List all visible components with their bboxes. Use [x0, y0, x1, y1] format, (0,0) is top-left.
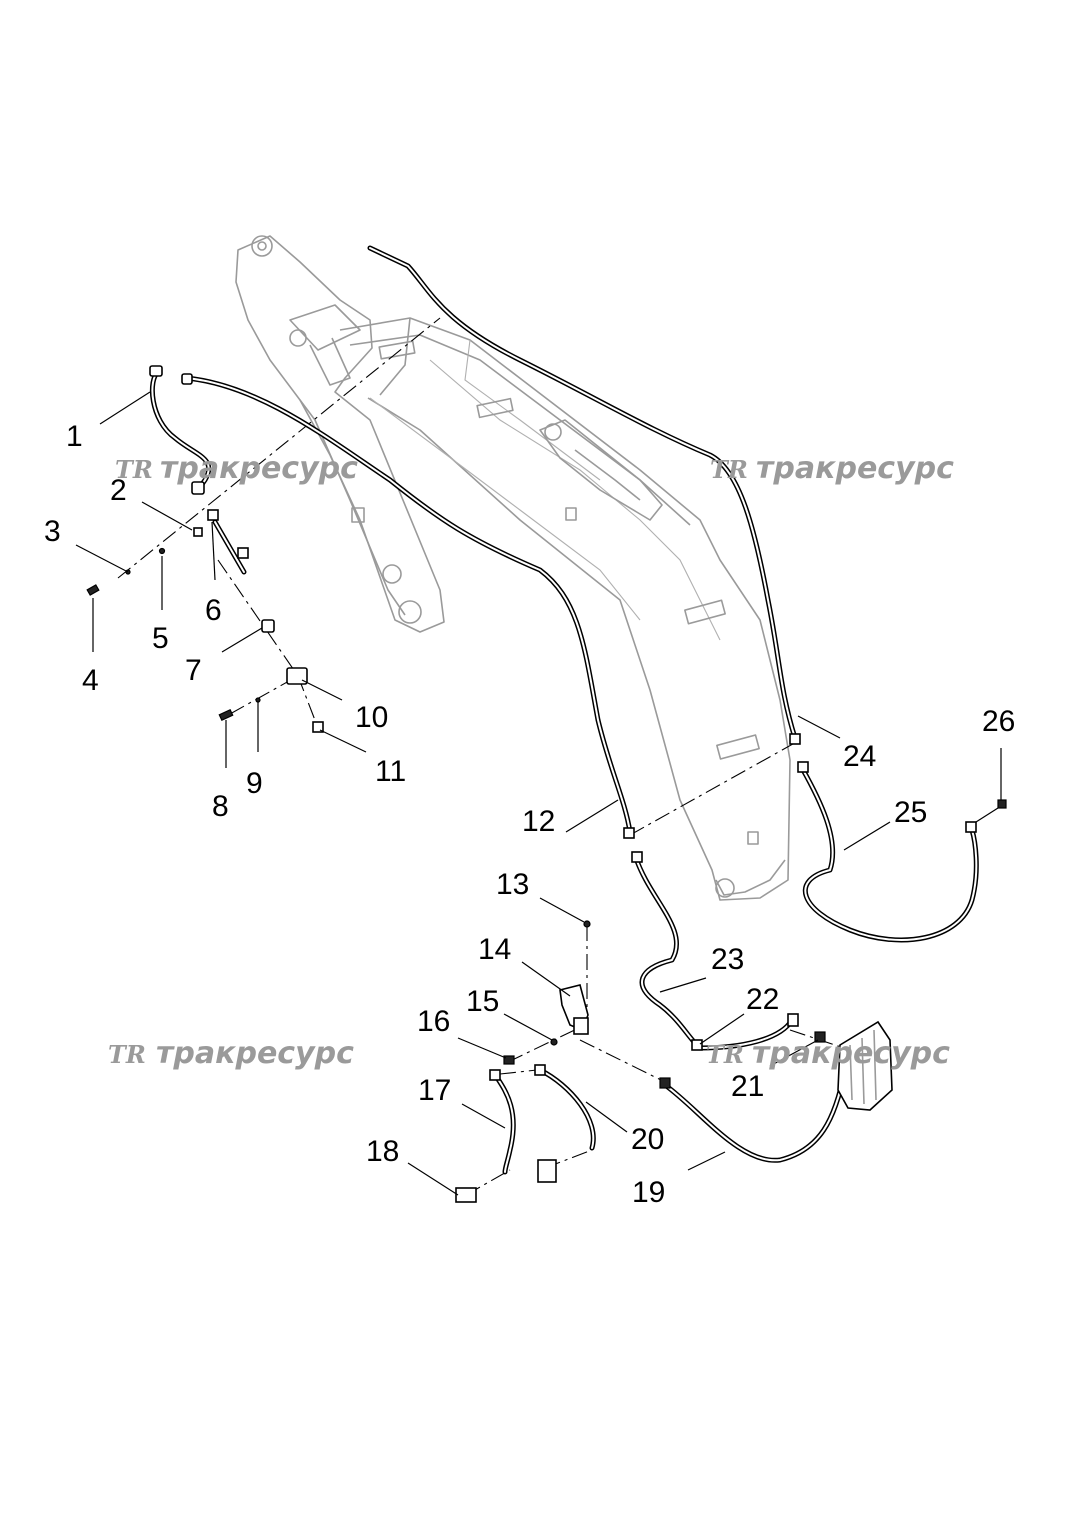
fittings	[86, 365, 1007, 1203]
hoses	[149, 245, 979, 1175]
callout-14: 14	[478, 933, 511, 966]
watermark-bottom-right: TR тракресурс	[706, 1036, 950, 1071]
watermark-logo: TR	[706, 1040, 744, 1069]
callout-16: 16	[417, 1005, 450, 1038]
callout-22: 22	[746, 983, 779, 1016]
callout-13: 13	[496, 868, 529, 901]
callout-18: 18	[366, 1135, 399, 1168]
callout-10: 10	[355, 701, 388, 734]
callout-9: 9	[246, 767, 263, 800]
callout-15: 15	[466, 985, 499, 1018]
watermark-text: тракресурс	[756, 451, 954, 486]
watermark-bottom-left: TR тракресурс	[108, 1036, 354, 1071]
callout-11: 11	[375, 755, 406, 788]
callout-5: 5	[152, 622, 169, 655]
watermark-logo: TR	[115, 455, 153, 484]
callout-23: 23	[711, 943, 744, 976]
watermark-logo: TR	[710, 455, 748, 484]
callout-8: 8	[212, 790, 229, 823]
watermark-text: тракресурс	[156, 1036, 354, 1071]
callout-6: 6	[205, 594, 222, 627]
boom-arm-drawing	[235, 235, 791, 901]
watermark-logo: TR	[108, 1040, 146, 1069]
watermark-text: тракресурс	[160, 451, 358, 486]
callout-2: 2	[110, 474, 127, 507]
callout-3: 3	[44, 515, 61, 548]
callout-17: 17	[418, 1074, 451, 1107]
callout-20: 20	[631, 1123, 664, 1156]
callout-7: 7	[185, 654, 202, 687]
callout-12: 12	[522, 805, 555, 838]
callout-1: 1	[66, 420, 83, 453]
watermark-top-right: TR тракресурс	[710, 451, 954, 486]
watermark-text: тракресурс	[752, 1036, 950, 1071]
leader-lines	[75, 391, 1002, 1196]
callout-21: 21	[731, 1070, 764, 1103]
callout-19: 19	[632, 1176, 665, 1209]
callout-26: 26	[982, 705, 1015, 738]
callout-numbers: 1 2 3 4 5 6 7 8 9 10 11 12 13 14 15 16 1…	[44, 420, 1015, 1209]
watermark-top-left: TR тракресурс	[115, 451, 358, 486]
callout-24: 24	[843, 740, 876, 773]
callout-25: 25	[894, 796, 927, 829]
callout-4: 4	[82, 664, 99, 697]
